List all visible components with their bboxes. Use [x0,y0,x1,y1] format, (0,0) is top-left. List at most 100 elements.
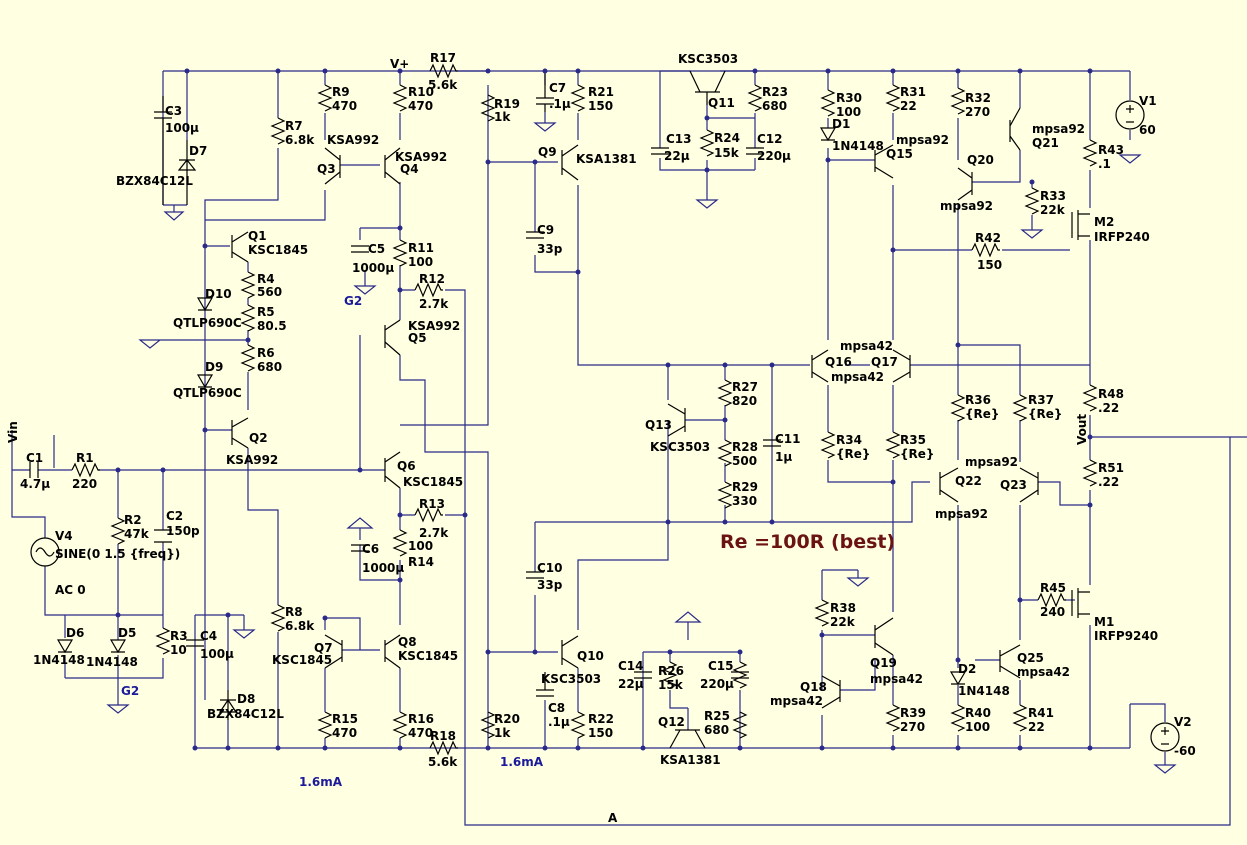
svg-text:mpsa92: mpsa92 [896,133,949,147]
svg-text:QTLP690C: QTLP690C [173,316,242,330]
svg-text:R31: R31 [900,85,926,99]
svg-text:mpsa42: mpsa42 [870,672,923,686]
svg-text:Q19: Q19 [870,656,897,670]
svg-text:1N4148: 1N4148 [86,655,138,669]
v4-value: SINE(0 1.5 {freq}) [55,547,180,561]
svg-text:15k: 15k [714,146,740,160]
svg-text:100: 100 [408,539,433,553]
svg-text:330: 330 [732,494,757,508]
svg-text:470: 470 [408,99,433,113]
svg-text:470: 470 [408,726,433,740]
svg-text:C11: C11 [775,432,801,446]
svg-text:R13: R13 [419,497,445,511]
input-stage [11,430,385,705]
svg-text:R34: R34 [836,433,862,447]
svg-text:R29: R29 [732,480,758,494]
net-vout: Vout [1075,414,1089,445]
svg-text:KSC1845: KSC1845 [398,649,458,663]
svg-text:Q18: Q18 [800,680,827,694]
svg-text:220µ: 220µ [700,677,734,691]
svg-text:KSA992: KSA992 [408,319,460,333]
current-label-1: 1.6mA [299,775,343,789]
svg-text:Q9: Q9 [538,145,557,159]
svg-text:22µ: 22µ [664,149,690,163]
svg-text:C3: C3 [165,104,182,118]
svg-text:Q20: Q20 [967,153,994,167]
svg-text:22k: 22k [830,615,856,629]
svg-text:R2: R2 [124,513,142,527]
svg-text:1µ: 1µ [775,450,792,464]
svg-text:22: 22 [900,99,917,113]
svg-text:470: 470 [332,99,357,113]
svg-text:1N4148: 1N4148 [832,139,884,153]
svg-text:Q22: Q22 [955,474,982,488]
svg-text:150: 150 [977,258,1002,272]
svg-text:Q21: Q21 [1032,136,1059,150]
svg-text:C1: C1 [26,451,43,465]
svg-text:R12: R12 [419,272,445,286]
svg-text:R39: R39 [900,706,926,720]
svg-text:D7: D7 [189,144,207,158]
svg-text:22: 22 [1028,720,1045,734]
svg-text:mpsa42: mpsa42 [831,370,884,384]
svg-text:C12: C12 [757,132,783,146]
svg-text:R26: R26 [658,664,684,678]
svg-text:R17: R17 [430,51,456,65]
svg-text:R33: R33 [1040,189,1066,203]
svg-text:1000µ: 1000µ [352,261,394,275]
svg-text:R24: R24 [714,131,740,145]
svg-text:1N4148: 1N4148 [958,684,1010,698]
svg-text:mpsa92: mpsa92 [1032,122,1085,136]
svg-text:R41: R41 [1028,706,1054,720]
svg-text:Q10: Q10 [577,649,604,663]
svg-text:D10: D10 [205,287,232,301]
svg-text:680: 680 [762,99,787,113]
svg-text:R28: R28 [732,440,758,454]
svg-text:680: 680 [257,360,282,374]
svg-text:R20: R20 [494,712,520,726]
svg-text:R10: R10 [408,85,434,99]
current-label-2: 1.6mA [500,755,544,769]
svg-text:R43: R43 [1098,143,1124,157]
svg-text:Q6: Q6 [397,459,416,473]
svg-text:{Re}: {Re} [836,447,870,461]
svg-text:Q13: Q13 [645,418,672,432]
svg-text:R18: R18 [430,729,456,743]
svg-text:R45: R45 [1040,581,1066,595]
svg-text:Q4: Q4 [400,162,419,176]
svg-text:5.6k: 5.6k [428,755,458,769]
svg-text:Q12: Q12 [658,715,685,729]
svg-text:10: 10 [170,643,187,657]
svg-text:QTLP690C: QTLP690C [173,386,242,400]
svg-text:D9: D9 [205,360,223,374]
v4-ac: AC 0 [55,583,86,597]
svg-text:33p: 33p [537,242,563,256]
svg-text:R5: R5 [257,305,275,319]
svg-text:6.8k: 6.8k [285,619,315,633]
svg-text:R32: R32 [965,91,991,105]
svg-text:R9: R9 [332,85,350,99]
svg-text:100: 100 [965,720,990,734]
svg-text:KSA1381: KSA1381 [660,753,721,767]
output-stage [821,71,1247,748]
svg-text:C7: C7 [549,81,566,95]
svg-text:D1: D1 [832,117,850,131]
svg-text:KSC1845: KSC1845 [403,475,463,489]
svg-text:R8: R8 [285,605,303,619]
svg-text:mpsa42: mpsa42 [1017,665,1070,679]
svg-text:.1µ: .1µ [548,715,570,729]
svg-text:R37: R37 [1028,393,1054,407]
svg-text:M1: M1 [1094,615,1114,629]
svg-text:Q3: Q3 [317,162,336,176]
svg-text:1N4148: 1N4148 [33,653,85,667]
svg-text:KSC3503: KSC3503 [541,672,601,686]
svg-text:.22: .22 [1098,401,1119,415]
svg-text:D2: D2 [958,662,976,676]
vas-stage [488,70,930,748]
svg-text:R16: R16 [408,712,434,726]
svg-text:KSA992: KSA992 [226,453,278,467]
